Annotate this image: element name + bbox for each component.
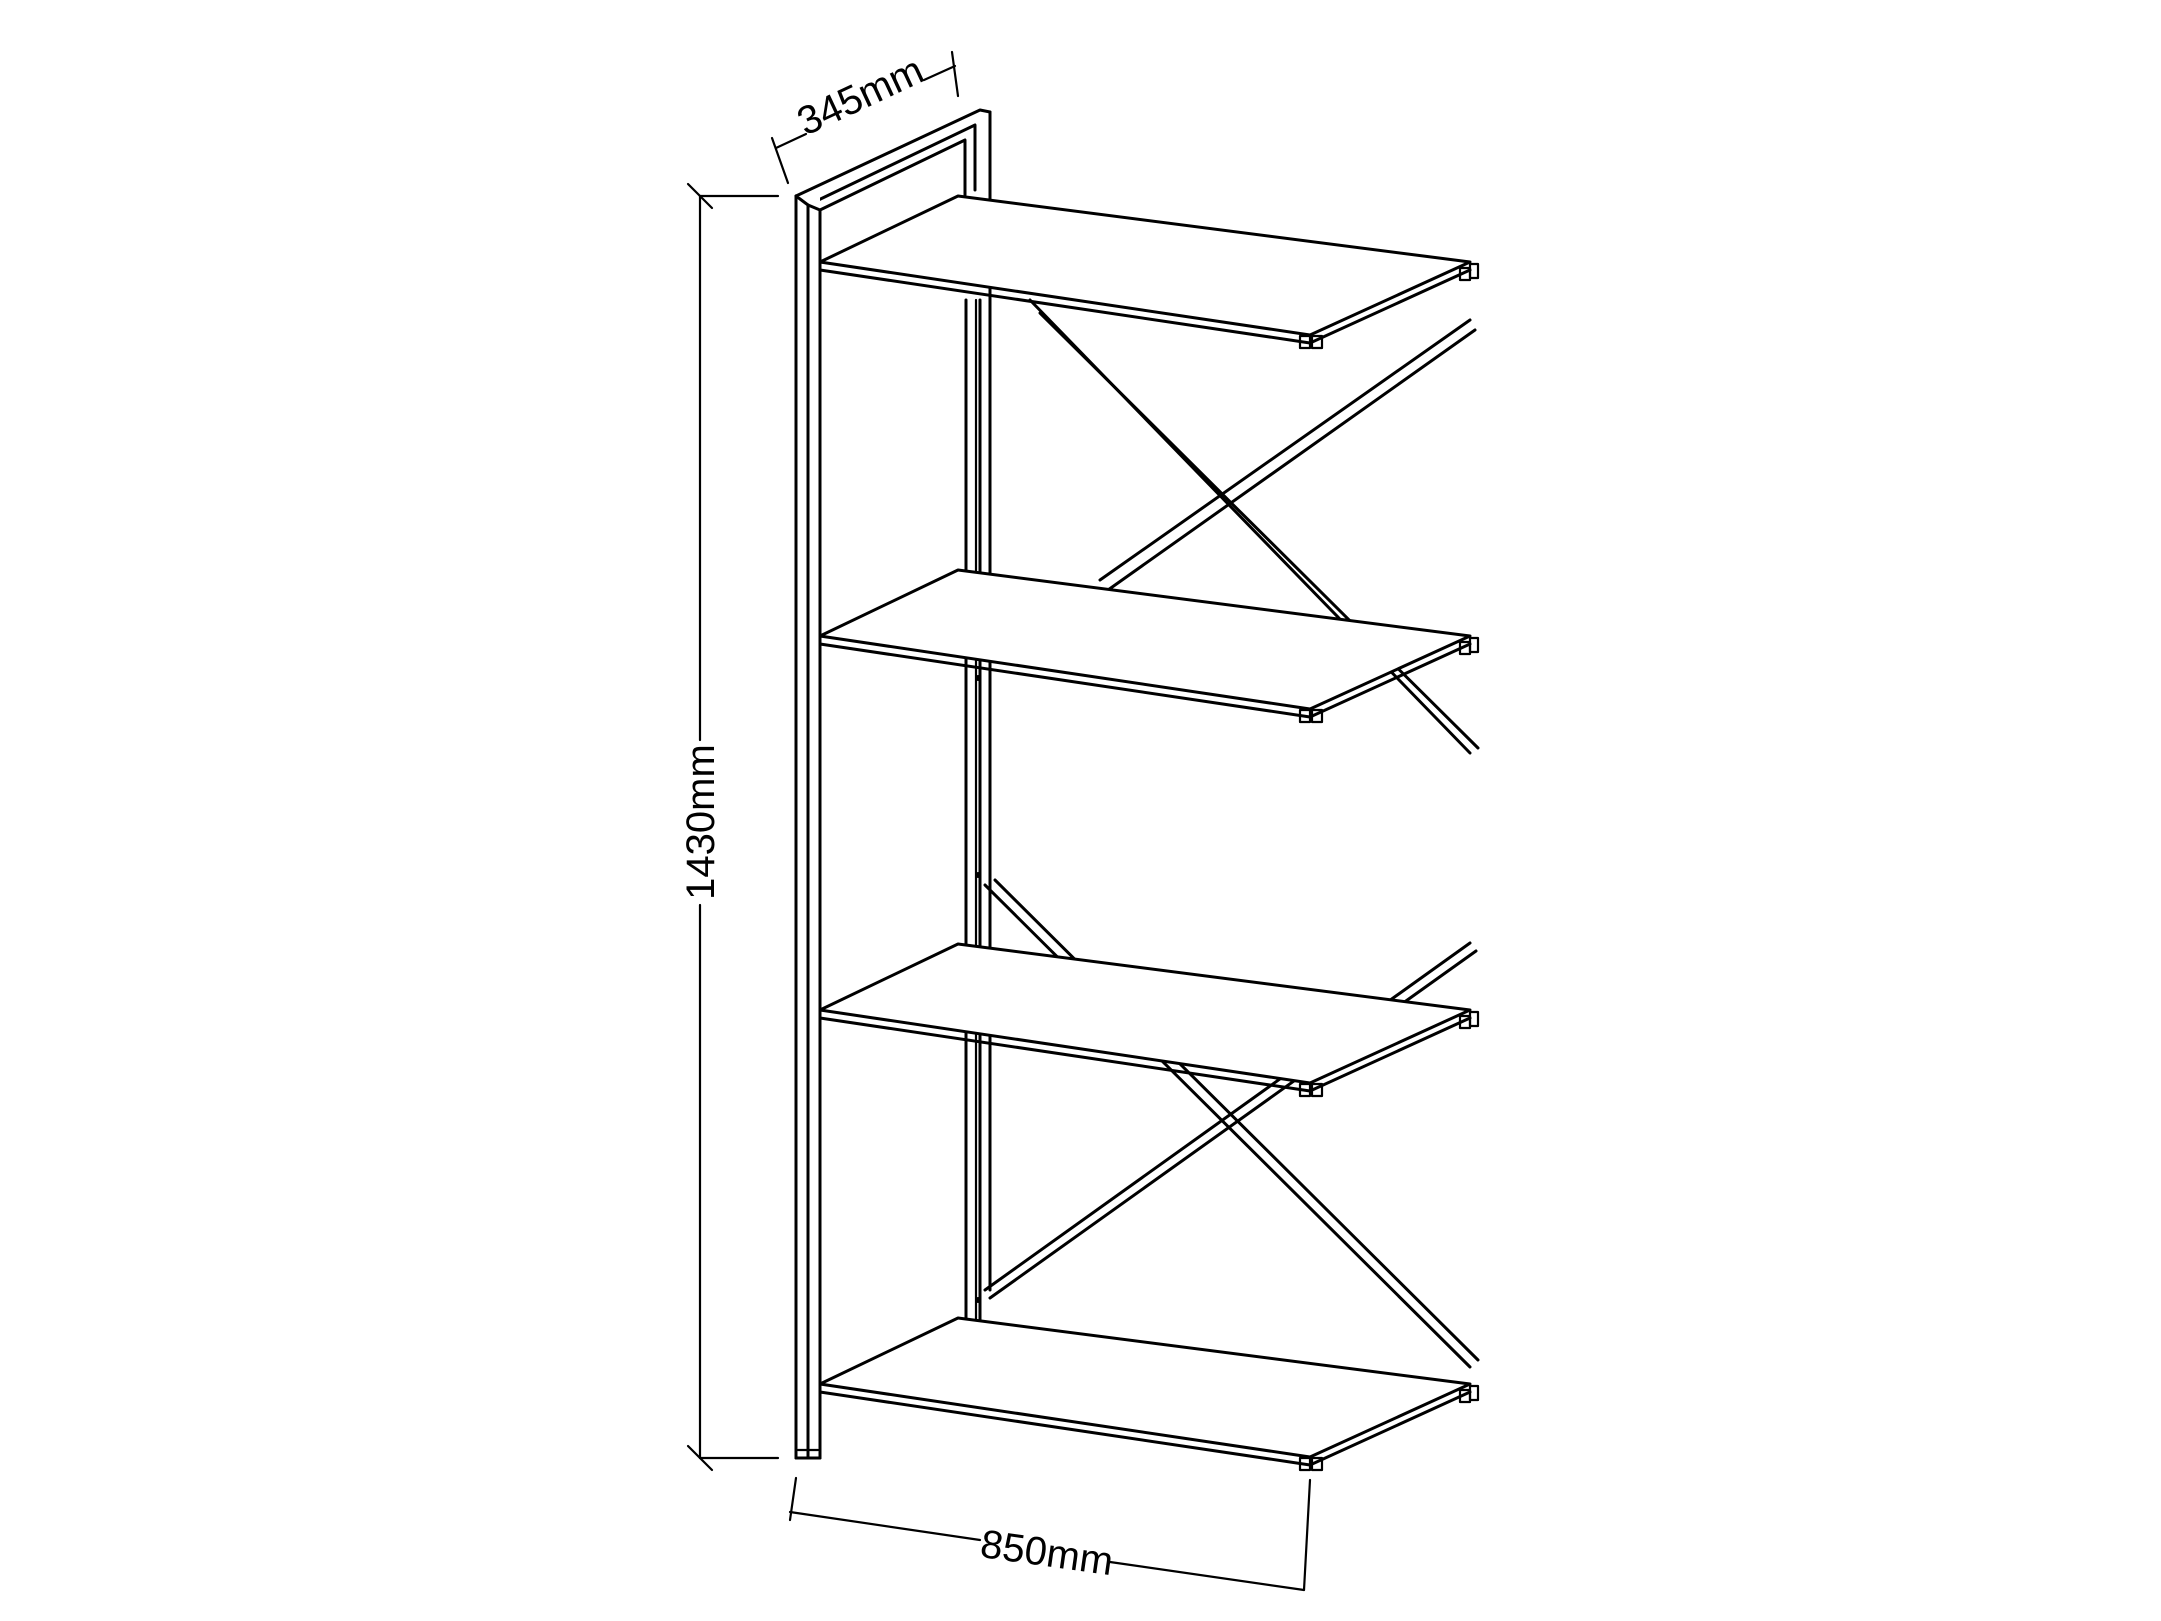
height-label: 1430mm (679, 744, 723, 900)
height-dimension: 1430mm (679, 182, 780, 1472)
cross-brace-lower (983, 878, 1480, 1369)
width-dimension: 850mm (788, 1476, 1312, 1592)
width-label: 850mm (978, 1522, 1116, 1584)
depth-label: 345mm (791, 48, 930, 144)
shelf-1 (818, 194, 1480, 350)
shelf-2 (818, 568, 1480, 724)
back-post (964, 110, 992, 1332)
shelf-3 (818, 942, 1480, 1098)
shelf-4 (818, 1316, 1480, 1472)
front-post (794, 194, 822, 1460)
top-side-frame (794, 108, 992, 212)
